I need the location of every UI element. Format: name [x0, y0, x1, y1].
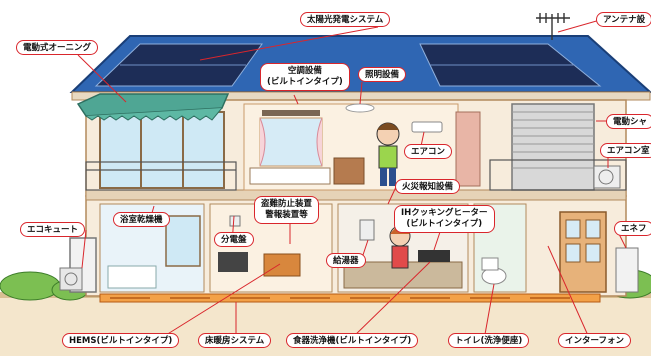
label-antenna: アンテナ設 [596, 12, 651, 27]
label-security-line1: 盗難防止装置 [261, 199, 313, 209]
fuel-cell-unit [615, 247, 639, 293]
upper-left-window [99, 111, 225, 189]
entrance-door [559, 211, 607, 293]
callout-lines [77, 19, 627, 341]
label-ac-builtin: 空調設備 (ビルトインタイプ) [260, 63, 350, 91]
bedroom [243, 103, 481, 191]
label-solar: 太陽光発電システム [300, 12, 391, 27]
label-water-heater: 給湯器 [326, 253, 366, 268]
label-security-line2: 警報装置等 [265, 210, 308, 220]
label-ac-builtin-line1: 空調設備 [287, 66, 322, 76]
label-awning: 電動式オーニング [16, 40, 99, 55]
water-tank [59, 237, 97, 293]
label-ac-builtin-line2: (ビルトインタイプ) [267, 77, 343, 87]
label-dishwasher: 食器洗浄機(ビルトインタイプ) [286, 333, 419, 348]
label-intercom: インターフォン [558, 333, 631, 348]
balcony-railing-left [85, 161, 237, 191]
label-ih-line2: (ビルトインタイプ) [406, 219, 483, 229]
label-shutter: 電動シャ [606, 114, 651, 129]
label-hems: HEMS(ビルトインタイプ) [62, 333, 180, 348]
label-enefarm: エネフ [614, 221, 651, 236]
antenna-icon [536, 13, 570, 40]
label-fire-alarm: 火災報知設備 [395, 179, 461, 194]
label-breaker: 分電盤 [214, 232, 254, 247]
awning [76, 93, 230, 121]
label-floor-heating: 床暖房システム [198, 333, 272, 348]
label-ecocute: エコキュート [20, 222, 86, 237]
shutter [511, 103, 595, 191]
label-bath-dryer: 浴室乾燥機 [113, 212, 170, 227]
label-aircon: エアコン [404, 144, 453, 159]
outdoor-unit [593, 165, 621, 189]
label-aircon-outdoor: エアコン室 [600, 143, 651, 158]
label-lighting: 照明設備 [358, 67, 407, 82]
balcony-railing-right [489, 159, 627, 191]
floor-heating [99, 293, 601, 303]
label-ih-line1: IHクッキングヒーター [401, 208, 488, 218]
label-security: 盗難防止装置 警報装置等 [254, 196, 320, 224]
person-upstairs [376, 122, 400, 186]
label-ih: IHクッキングヒーター (ビルトインタイプ) [394, 205, 495, 233]
label-toilet: トイレ(洗浄便座) [448, 333, 530, 348]
